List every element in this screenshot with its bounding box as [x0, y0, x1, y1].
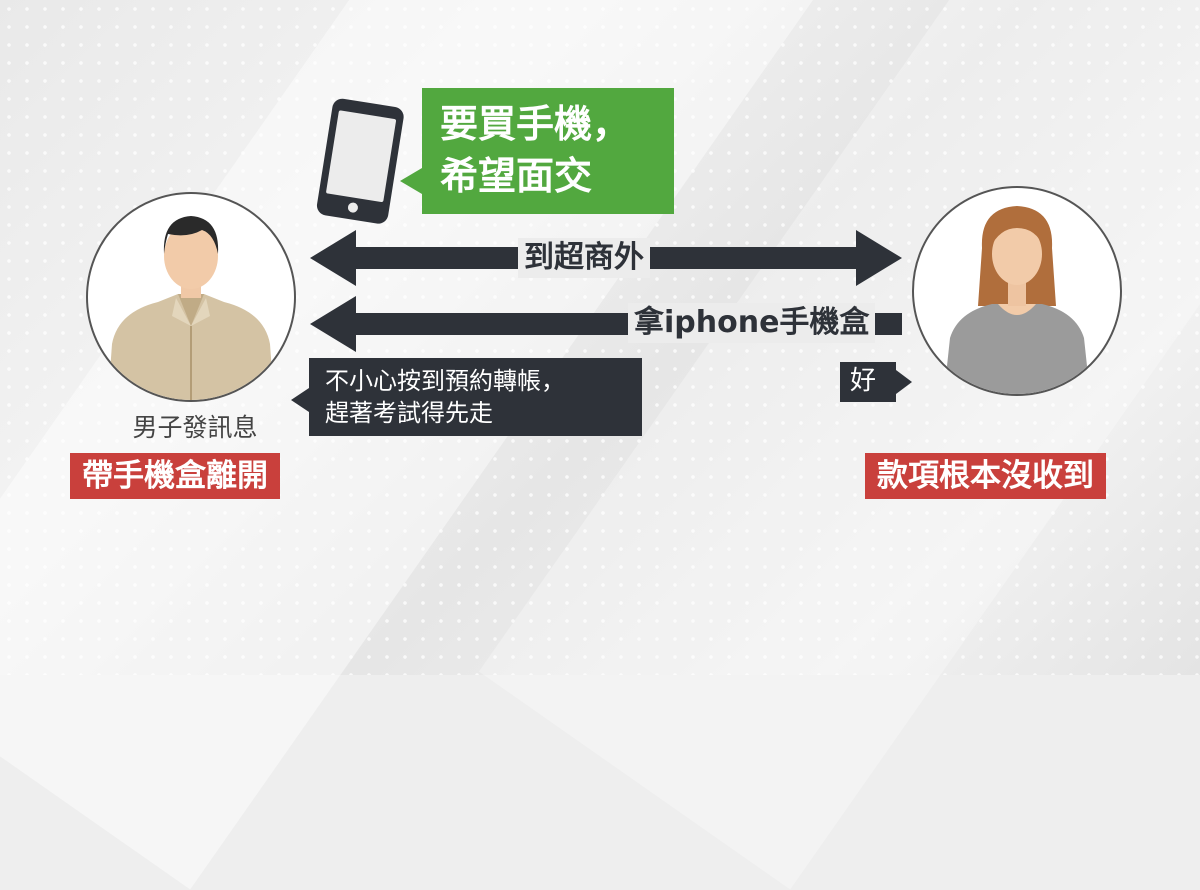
request-line-2: 希望面交	[440, 154, 593, 198]
request-line-1: 要買手機，	[440, 102, 631, 146]
phone-box-arrow	[310, 296, 902, 352]
woman-avatar	[912, 186, 1122, 396]
ok-reply-text: 好	[850, 366, 877, 396]
woman-figure-icon	[944, 206, 1090, 394]
message-line-1: 不小心按到預約轉帳，	[325, 367, 565, 395]
man-status-tag: 帶手機盒離開	[70, 453, 280, 499]
message-line-2: 趕著考試得先走	[325, 399, 493, 427]
ok-reply-bubble: 好	[840, 362, 912, 402]
transfer-message-bubble: 不小心按到預約轉帳， 趕著考試得先走	[291, 358, 642, 436]
man-avatar	[86, 192, 296, 402]
request-bubble: 要買手機， 希望面交	[400, 88, 674, 214]
phone-icon	[312, 98, 406, 228]
phone-box-label: 拿iphone手機盒	[628, 303, 876, 343]
man-caption: 男子發訊息	[132, 413, 258, 442]
man-figure-icon	[108, 216, 274, 400]
meet-label: 到超商外	[518, 238, 650, 278]
woman-status-tag: 款項根本沒收到	[865, 453, 1106, 499]
